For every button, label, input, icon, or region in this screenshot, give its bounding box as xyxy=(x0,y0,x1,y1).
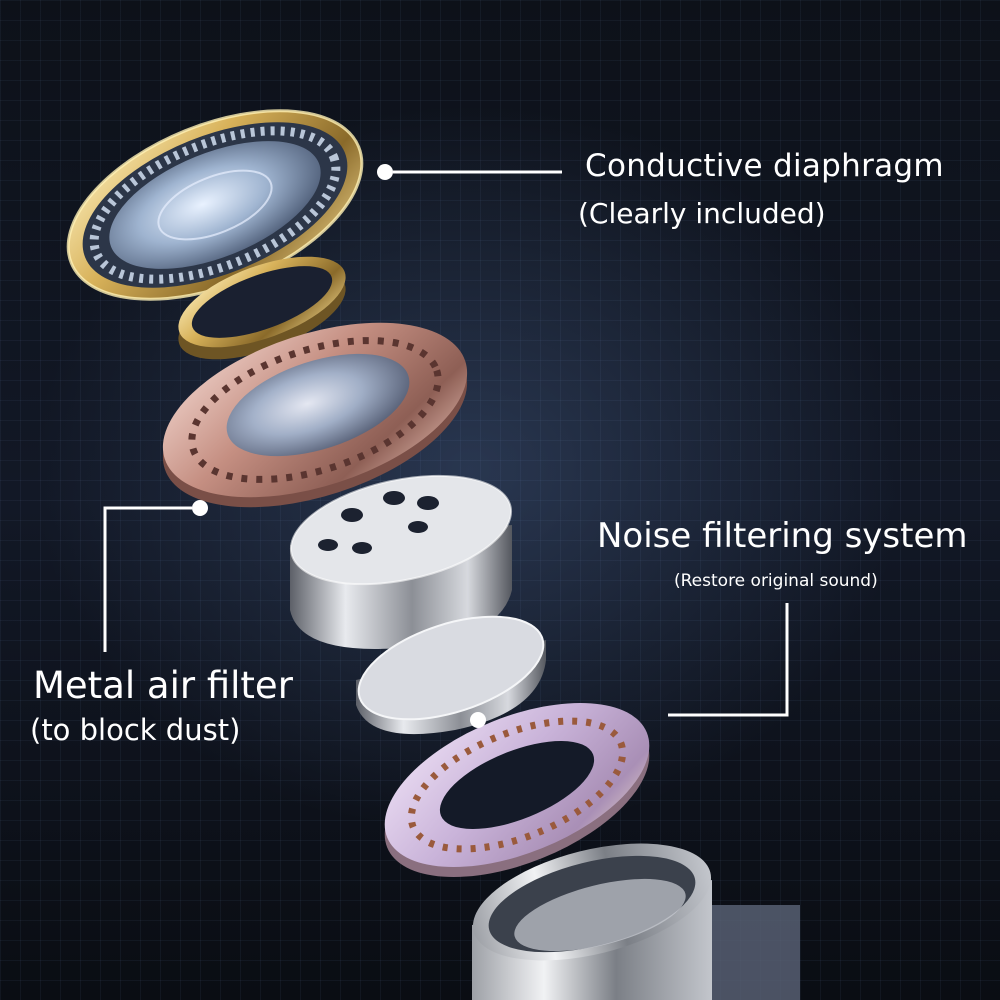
noise-filtering-subtitle: (Restore original sound) xyxy=(674,571,878,591)
metal-air-filter-title: Metal air filter xyxy=(33,664,293,707)
diaphragm-subtitle: (Clearly included) xyxy=(578,197,826,230)
metal-filter-callout-line xyxy=(105,508,192,652)
metal-filter-callout-dot xyxy=(192,500,208,516)
diaphragm-callout-dot xyxy=(377,164,393,180)
diaphragm-title: Conductive diaphragm xyxy=(585,148,944,184)
noise-filtering-title: Noise filtering system xyxy=(597,516,968,556)
noise-callout-line xyxy=(668,603,787,715)
metal-air-filter-subtitle: (to block dust) xyxy=(30,713,240,747)
noise-callout-dot xyxy=(470,712,486,728)
